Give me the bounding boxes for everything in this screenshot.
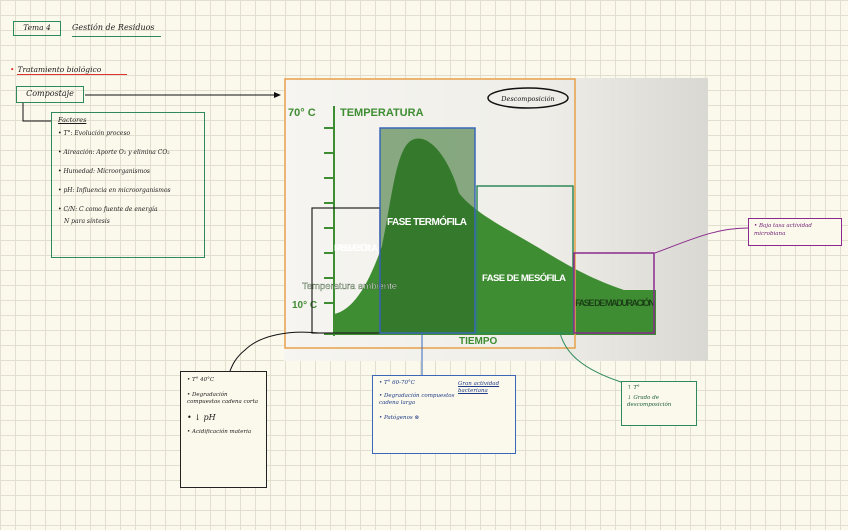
- ambient-label: Temperatura ambiente: [302, 281, 397, 292]
- note-item: • ↓ pH: [187, 413, 216, 422]
- factor-item: • C/N: C como fuente de energía: [58, 206, 158, 213]
- note-item: • Patógenos ⊗: [379, 415, 420, 421]
- note-item: • T° 60-70°C: [379, 380, 415, 386]
- main-bullet: •Tratamiento biológico: [10, 64, 101, 76]
- axis-ticks: [324, 127, 334, 304]
- note-item: ↓ Grado de descomposición: [627, 395, 672, 408]
- factors-connector: [22, 103, 51, 122]
- compost-label: Compostaje: [26, 89, 74, 98]
- termofila-box: [379, 127, 476, 334]
- note-mesofila: • T° 40°C • Degradación compuestos caden…: [180, 371, 267, 488]
- main-bullet-underline: [17, 74, 127, 75]
- compost-box: Compostaje: [16, 86, 84, 103]
- time-axis-label: TIEMPO: [459, 336, 498, 347]
- note-item: • Degradación compuestos cadena corta: [187, 392, 259, 405]
- compost-curve-figure: 70° C TEMPERATURA 10° C Temperatura ambi…: [284, 78, 656, 349]
- note-item: ↑ T°: [627, 385, 640, 391]
- topic-box: Tema 4: [13, 21, 61, 36]
- phase-termofila-label: FASE TERMÓFILA: [387, 215, 467, 228]
- note-maduracion: ↑ T° ↓ Grado de descomposición: [621, 381, 697, 426]
- temp-low-label: 10° C: [292, 300, 317, 311]
- phase-mesofila-label: FASE MESÓFILA: [334, 242, 378, 254]
- topic-label: Tema 4: [23, 23, 51, 32]
- bullet-dot: •: [10, 65, 15, 74]
- main-bullet-text: Tratamiento biológico: [17, 65, 102, 74]
- mesofila-2-box: [476, 185, 574, 334]
- note-side-text: Gran actividad bacteriana: [458, 381, 500, 394]
- decomposition-label: Descomposición: [500, 95, 554, 103]
- note-item: • Acidificación materia: [187, 429, 252, 435]
- termofila-highlight: [380, 128, 475, 333]
- note-item: • T° 40°C: [187, 377, 215, 383]
- photo-orange-frame: [284, 78, 576, 349]
- factor-item: • T°: Evolución proceso: [58, 130, 131, 137]
- temp-high-label: 70° C: [288, 107, 316, 119]
- factor-item: N para síntesis: [64, 218, 110, 225]
- temp-axis-label: TEMPERATURA: [340, 107, 424, 119]
- compost-curve-photo: 70° C TEMPERATURA 10° C Temperatura ambi…: [284, 78, 708, 361]
- note-termofila: • T° 60-70°C • Degradación compuestos ca…: [372, 375, 516, 454]
- decomposition-oval: [487, 87, 569, 109]
- factor-item: • Aireación: Aporte O₂ y elimina CO₂: [58, 149, 170, 156]
- factor-item: • Humedad: Microorganismos: [58, 168, 151, 175]
- page-title: Gestión de Residuos: [72, 21, 161, 37]
- note-actividad: • Baja tasa actividad microbiana: [748, 218, 842, 246]
- factors-heading: Factores: [58, 116, 87, 124]
- phase-mesofila-2-label: FASE DE MESÓFILA: [482, 272, 566, 284]
- factors-box: Factores • T°: Evolución proceso • Airea…: [51, 112, 205, 258]
- note-item: • Degradación compuestos cadena larga: [379, 393, 455, 406]
- phase-maduracion-label: FASE DE MADURACIÓN: [575, 297, 655, 308]
- factor-item: • pH: Influencia en microorganismos: [58, 187, 171, 194]
